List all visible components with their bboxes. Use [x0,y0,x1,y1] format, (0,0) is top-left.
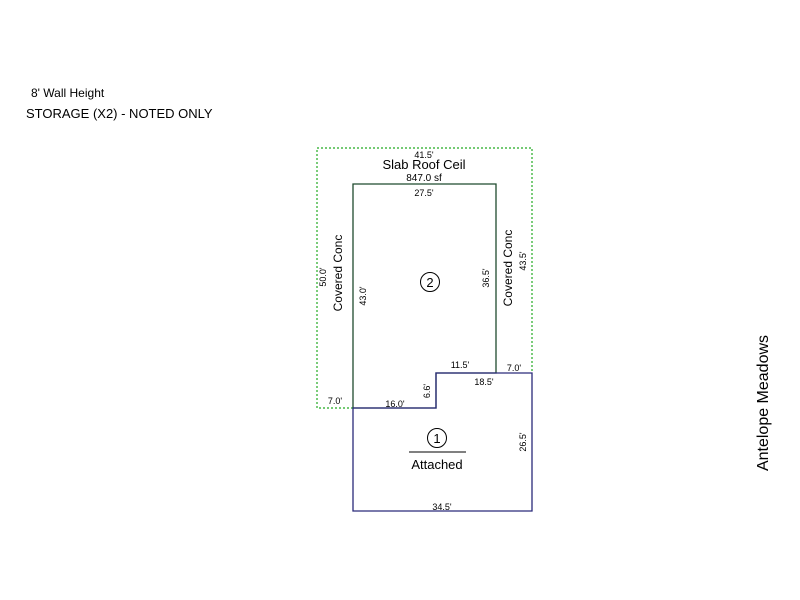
covered-left-dim: 50.0' [318,267,328,287]
storage-note: STORAGE (X2) - NOTED ONLY [26,106,213,121]
room1-number-circle [427,428,447,448]
room2-top-dim: 27.5' [414,188,434,198]
room1-top-dim: 18.5' [474,377,494,387]
room2-right-dim: 36.5' [481,268,491,288]
covered-bottom-left-dim: 7.0' [328,396,343,406]
covered-right-dim: 43.5' [518,251,528,271]
covered-right-step-dim: 7.0' [507,363,522,373]
site-name-label: Antelope Meadows [755,335,775,471]
room1-outline [352,372,533,512]
covered-left-label: Covered Conc [331,235,345,312]
room2-outline [352,183,497,409]
room2-notch-vertical-dim: 6.6' [422,384,432,399]
room1-bottom-dim: 34.5' [432,502,452,512]
room1-label: Attached [411,457,462,472]
covered-top-label: Slab Roof Ceil [382,157,465,172]
room2-number-circle [420,272,440,292]
room1-right-dim: 26.5' [518,432,528,452]
room2-number: 2 [426,275,433,290]
room2-left-dim: 43.0' [358,286,368,306]
room2-bottom-dim: 16.0' [385,399,405,409]
covered-area-total: 847.0 sf [406,173,442,184]
covered-top-dim: 41.5' [414,150,434,160]
covered-area-outline [316,147,533,409]
room2-notch-top-dim: 11.5' [451,360,470,370]
site-name-text: Antelope Meadows [755,334,772,472]
covered-right-label: Covered Conc [501,230,515,307]
room1-number: 1 [433,431,440,446]
wall-height-note: 8' Wall Height [31,86,105,100]
